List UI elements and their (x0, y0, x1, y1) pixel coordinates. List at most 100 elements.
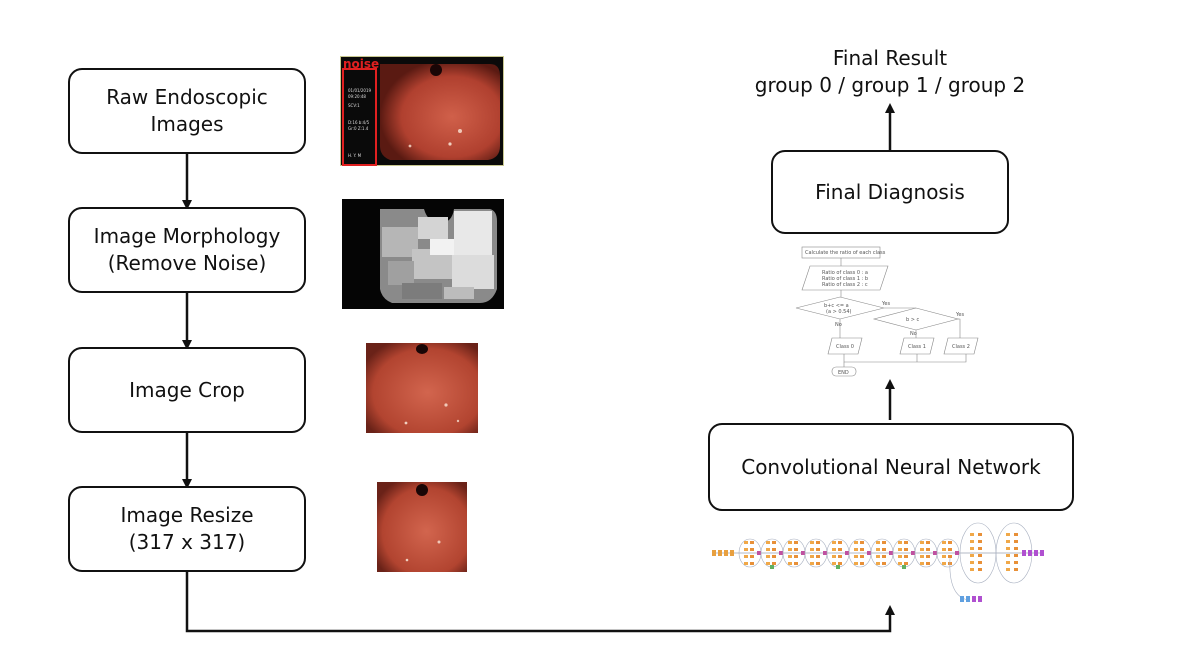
cnn-box: Convolutional Neural Network (708, 423, 1074, 511)
inception-branch-unit (876, 548, 880, 551)
inception-branch-unit (1006, 554, 1010, 557)
inception-branch-unit (882, 548, 886, 551)
raw-overlay-line-2: 09:20:48 (348, 94, 366, 99)
inception-branch-unit (832, 555, 836, 558)
flowchart-class0-text: Class 0 (836, 344, 854, 350)
flowchart-no-1: No (835, 322, 842, 328)
inception-branch-unit (750, 548, 754, 551)
auxiliary-output-layer (972, 596, 976, 602)
auxiliary-unit (770, 565, 774, 569)
inception-branch-unit (1006, 540, 1010, 543)
inception-branch-unit (794, 541, 798, 544)
inception-branch-unit (766, 548, 770, 551)
inception-concat-unit (823, 551, 827, 555)
inception-branch-unit (978, 533, 982, 536)
flowchart-output-class1 (899, 337, 935, 355)
inception-concat-unit (801, 551, 805, 555)
noise-label: noise (343, 57, 379, 71)
inception-branch-unit (876, 562, 880, 565)
flowchart-output-class0 (827, 337, 863, 355)
inception-branch-unit (942, 548, 946, 551)
inception-branch-unit (898, 548, 902, 551)
inception-branch-unit (772, 562, 776, 565)
inception-branch-unit (882, 541, 886, 544)
flowchart-class2-text: Class 2 (952, 344, 970, 350)
inception-branch-unit (750, 562, 754, 565)
network-output-layer (1040, 550, 1044, 556)
inception-branch-unit (970, 561, 974, 564)
inception-branch-unit (920, 555, 924, 558)
inception-branch-unit (904, 548, 908, 551)
inception-branch-unit (766, 541, 770, 544)
cnn-label: Convolutional Neural Network (741, 454, 1041, 479)
inception-branch-unit (898, 555, 902, 558)
inception-branch-unit (978, 568, 982, 571)
inception-branch-unit (810, 562, 814, 565)
raw-overlay-line-1: 01/01/2019 (348, 88, 372, 93)
raw-overlay-line-3: SCV:1 (348, 103, 360, 108)
inception-branch-unit (772, 555, 776, 558)
inception-branch-unit (904, 562, 908, 565)
raw-endoscopic-images-box: Raw Endoscopic Images (68, 68, 306, 154)
cnn-architecture-graphic (712, 522, 1044, 602)
inception-concat-unit (867, 551, 871, 555)
inception-branch-unit (838, 555, 842, 558)
inception-branch-unit (832, 562, 836, 565)
inception-branch-unit (1014, 547, 1018, 550)
inception-branch-unit (794, 548, 798, 551)
flowchart-ratio-2: Ratio of class 2 : c (822, 282, 868, 288)
inception-branch-unit (1014, 554, 1018, 557)
inception-branch-unit (810, 555, 814, 558)
flowchart-decision-2-text: b > c (906, 317, 920, 323)
inception-branch-unit (926, 562, 930, 565)
inception-branch-unit (744, 562, 748, 565)
flowchart-class1-text: Class 1 (908, 344, 926, 350)
inception-branch-unit (948, 541, 952, 544)
raw-endoscopic-images-label: Raw Endoscopic Images (106, 85, 268, 136)
final-diagnosis-label: Final Diagnosis (815, 179, 965, 204)
inception-branch-unit (898, 541, 902, 544)
inception-branch-unit (970, 554, 974, 557)
inception-branch-unit (904, 555, 908, 558)
inception-branch-unit (978, 561, 982, 564)
inception-branch-unit (854, 541, 858, 544)
image-crop-label: Image Crop (129, 377, 245, 402)
inception-concat-unit (933, 551, 937, 555)
inception-branch-unit (904, 541, 908, 544)
inception-branch-unit (816, 562, 820, 565)
inception-concat-unit (911, 551, 915, 555)
auxiliary-output-layer (978, 596, 982, 602)
flowchart-yes-1: Yes (881, 301, 890, 307)
flowchart-start-text: Calculate the ratio of each class (805, 250, 886, 256)
inception-branch-unit (750, 541, 754, 544)
raw-overlay-line-6: Gr:0 Z:1.4 (348, 126, 369, 131)
inception-branch-unit (772, 541, 776, 544)
resized-image (377, 482, 467, 572)
inception-branch-unit (788, 562, 792, 565)
inception-branch-unit (816, 541, 820, 544)
network-output-layer (1022, 550, 1026, 556)
image-morphology-box: Image Morphology (Remove Noise) (68, 207, 306, 293)
network-output-layer (1034, 550, 1038, 556)
inception-branch-unit (810, 548, 814, 551)
flowchart-yes-2: Yes (955, 312, 964, 318)
inception-branch-unit (816, 555, 820, 558)
morphology-mask-image (342, 199, 504, 309)
inception-concat-unit (955, 551, 959, 555)
image-crop-box: Image Crop (68, 347, 306, 433)
inception-branch-unit (750, 555, 754, 558)
inception-branch-unit (948, 548, 952, 551)
inception-branch-unit (832, 541, 836, 544)
inception-branch-unit (970, 568, 974, 571)
inception-concat-unit (845, 551, 849, 555)
inception-branch-unit (926, 541, 930, 544)
raw-overlay-line-8: H. Y. M (348, 153, 362, 158)
auxiliary-branch (949, 557, 969, 601)
inception-branch-unit (860, 555, 864, 558)
inception-branch-unit (882, 555, 886, 558)
inception-branch-unit (1006, 561, 1010, 564)
auxiliary-output-layer (966, 596, 970, 602)
inception-branch-unit (876, 541, 880, 544)
inception-branch-unit (920, 541, 924, 544)
inception-branch-unit (978, 554, 982, 557)
